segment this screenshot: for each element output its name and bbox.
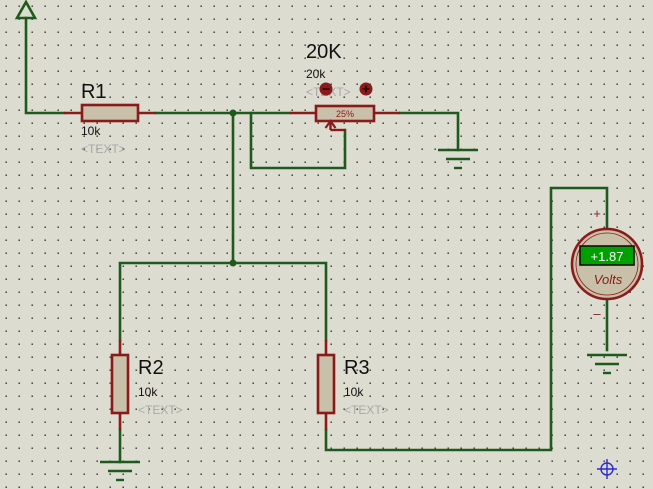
pot-percent-label: 25%	[336, 109, 354, 119]
minus-button-icon[interactable]	[319, 82, 333, 96]
pot-wiper-arrow	[324, 119, 337, 129]
ground-icon	[438, 148, 478, 170]
voltmeter-reading: +1.87	[591, 249, 624, 264]
wire-bottom-bus[interactable]	[118, 261, 328, 342]
r2-value-label: 10k	[138, 385, 158, 399]
wire-power-to-r1[interactable]	[24, 16, 66, 115]
junction-dot	[229, 259, 237, 267]
resistor-r3[interactable]	[316, 340, 336, 430]
r2-text-label: <TEXT>	[138, 403, 183, 417]
r2-ref-label: R2	[138, 357, 164, 379]
r1-text-label: <TEXT>	[81, 142, 126, 156]
up-arrow-power-terminal-icon[interactable]	[14, 0, 38, 20]
voltmeter[interactable]	[570, 227, 644, 301]
pot-value-label: 20k	[306, 67, 326, 81]
voltmeter-plus-label: +	[593, 206, 601, 221]
r3-text-label: <TEXT>	[344, 403, 389, 417]
voltmeter-unit: Volts	[594, 272, 623, 287]
r3-ref-label: R3	[344, 357, 370, 379]
resistor-r1[interactable]	[64, 103, 156, 123]
resistor-r2[interactable]	[110, 340, 130, 430]
r3-value-label: 10k	[344, 385, 364, 399]
ground-icon	[587, 353, 627, 375]
wire-node-to-wiper[interactable]	[249, 111, 347, 170]
wire-r3-to-voltmeter[interactable]	[324, 186, 609, 452]
ground-icon	[100, 460, 140, 482]
pot-ref-label: 20K	[306, 41, 342, 63]
junction-dot	[229, 109, 237, 117]
r1-ref-label: R1	[81, 81, 107, 103]
wires	[24, 16, 609, 464]
voltmeter-minus-label: –	[593, 306, 601, 321]
wire-pot-to-ground[interactable]	[398, 111, 460, 152]
plus-button-icon[interactable]	[359, 82, 373, 96]
potentiometer-20k[interactable]	[290, 104, 400, 132]
voltmeter-lcd	[579, 245, 635, 266]
r1-value-label: 10k	[81, 124, 101, 138]
crosshair-origin-icon[interactable]	[597, 459, 617, 479]
